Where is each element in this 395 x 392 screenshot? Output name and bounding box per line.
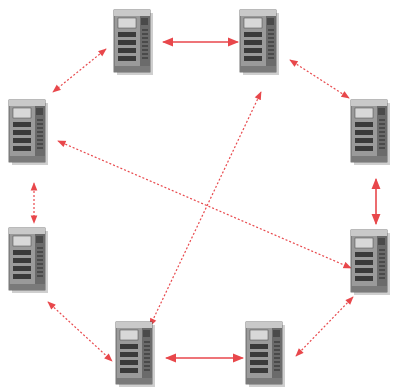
server-left-lower-server-tower-icon bbox=[8, 227, 49, 294]
connection-arrow-left-upper-to-right-lower bbox=[57, 140, 352, 269]
server-bottom-right-server-tower-icon bbox=[245, 321, 286, 388]
connection-arrow-top-right-to-bottom-left bbox=[149, 91, 262, 327]
connection-arrow-top-left-to-left-upper bbox=[52, 48, 107, 93]
server-right-lower-server-tower-icon bbox=[350, 229, 391, 296]
connections-layer bbox=[30, 37, 381, 363]
server-left-upper-server-tower-icon bbox=[8, 99, 49, 166]
server-bottom-left-server-tower-icon bbox=[115, 321, 156, 388]
server-right-upper-server-tower-icon bbox=[350, 99, 391, 166]
connection-arrow-top-right-to-right-upper bbox=[289, 59, 350, 99]
connection-arrow-right-lower-to-bottom-right bbox=[295, 296, 354, 357]
server-top-right-server-tower-icon bbox=[239, 9, 280, 76]
connection-arrow-left-lower-to-bottom-left bbox=[47, 301, 113, 362]
server-top-left-server-tower-icon bbox=[113, 9, 154, 76]
servers-layer bbox=[8, 9, 391, 388]
